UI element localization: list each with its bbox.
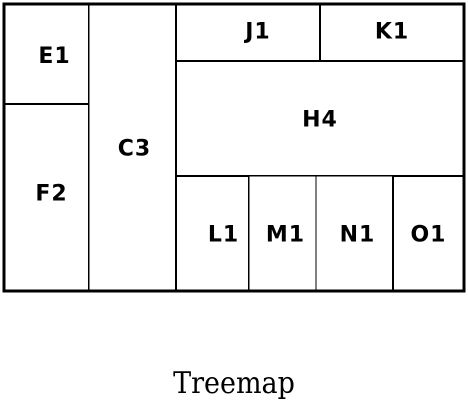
treemap-cell-f2: F2 (3, 103, 90, 292)
treemap-cell-rect (248, 175, 317, 292)
treemap-frame (2, 2, 466, 293)
treemap-cell-e1: E1 (3, 3, 90, 105)
treemap-cell-n1: N1 (315, 175, 394, 292)
treemap-cell-label: F2 (35, 182, 67, 207)
treemap-cell-label: L1 (208, 223, 239, 248)
treemap-cell-label: N1 (340, 223, 376, 248)
diagram-caption: Treemap (173, 366, 295, 401)
treemap-cell-label: E1 (38, 44, 70, 69)
treemap-cell-rect (175, 60, 465, 177)
treemap-cell-label: O1 (410, 223, 446, 248)
treemap-cell-rect (392, 175, 465, 292)
treemap-cell-label: J1 (243, 20, 271, 45)
treemap-cell-label: M1 (266, 223, 305, 248)
treemap-cell-c3: C3 (88, 3, 177, 292)
treemap-cell-label: K1 (375, 20, 409, 45)
treemap-cell-o1: O1 (392, 175, 465, 292)
treemap-cell-j1: J1 (175, 3, 321, 62)
treemap-cell-m1: M1 (248, 175, 317, 292)
treemap-cell-label: H4 (302, 108, 338, 133)
treemap-cell-label: C3 (118, 137, 151, 162)
treemap-cell-k1: K1 (319, 3, 465, 62)
treemap-cell-h4: H4 (175, 60, 465, 177)
treemap-cell-l1: L1 (175, 175, 250, 292)
treemap-cell-rect (3, 3, 90, 105)
treemap-cell-rect (3, 103, 90, 292)
